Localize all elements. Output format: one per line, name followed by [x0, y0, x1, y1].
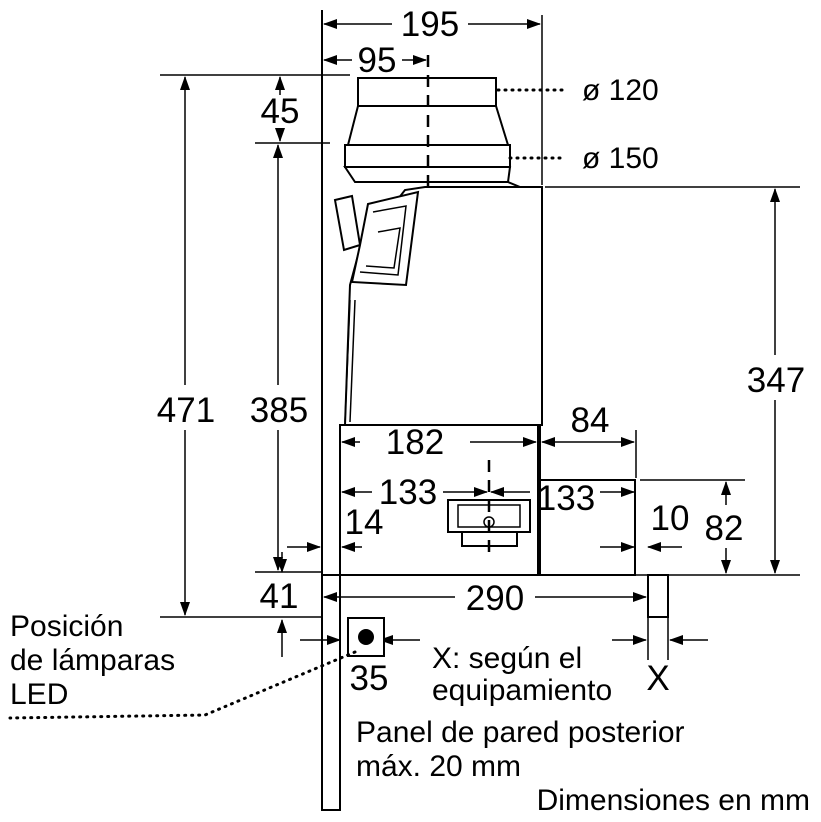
dim-385: 385 — [250, 391, 308, 430]
exhaust-collar — [343, 77, 542, 188]
dim-82: 82 — [705, 509, 744, 548]
leader-lines — [8, 88, 567, 720]
label-dia-120: ø 120 — [582, 74, 659, 107]
dim-471: 471 — [157, 391, 215, 430]
wall-panel — [321, 10, 341, 811]
label-units: Dimensiones en mm — [537, 784, 810, 817]
label-panel-line1: Panel de pared posterior — [356, 716, 685, 749]
dim-95: 95 — [358, 41, 397, 80]
dim-35: 35 — [350, 659, 389, 698]
dim-347: 347 — [747, 361, 805, 400]
dim-45: 45 — [261, 92, 300, 131]
dimension-labels: 195 95 45 471 385 347 182 84 133 133 14 … — [157, 5, 805, 698]
dim-84: 84 — [571, 401, 610, 440]
dim-133-right: 133 — [537, 479, 595, 518]
blower-unit — [333, 190, 420, 287]
annotations: ø 120 ø 150 Posición de lámparas LED X: … — [10, 74, 810, 817]
dimension-lines — [180, 19, 780, 657]
label-x-line2: equipamiento — [432, 674, 612, 707]
dim-10: 10 — [651, 499, 690, 538]
filter-element — [447, 499, 531, 547]
label-led-line1: Posición — [10, 610, 123, 643]
label-led-line2: de lámparas — [10, 644, 175, 677]
dim-290: 290 — [466, 579, 524, 618]
center-lines — [426, 55, 491, 555]
dim-x: X — [646, 659, 669, 698]
label-dia-150: ø 150 — [582, 142, 659, 175]
label-panel-line2: máx. 20 mm — [356, 750, 521, 783]
dim-14: 14 — [345, 503, 384, 542]
dim-133-left: 133 — [379, 473, 437, 512]
dim-182: 182 — [386, 423, 444, 462]
dim-41: 41 — [260, 577, 299, 616]
led-lamp — [347, 617, 385, 657]
extension-lines — [160, 15, 800, 660]
label-x-line1: X: según el — [432, 642, 582, 675]
label-led-line3: LED — [10, 678, 68, 711]
dim-195: 195 — [401, 5, 459, 44]
